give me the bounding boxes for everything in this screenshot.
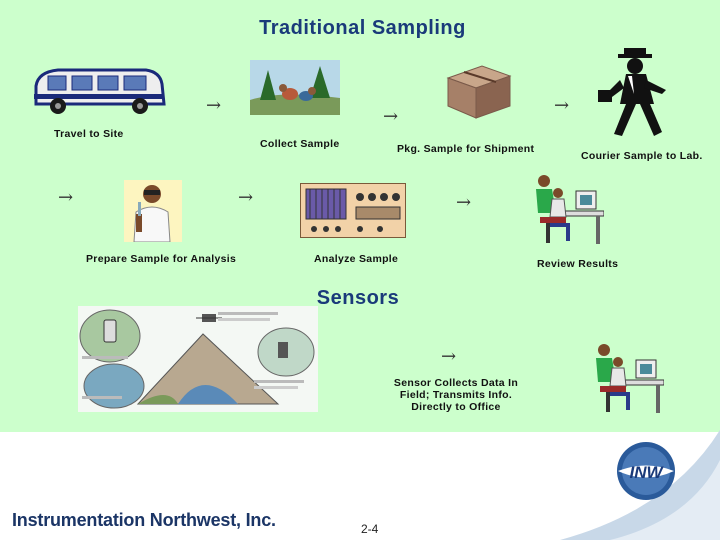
step-label-prepare: Prepare Sample for Analysis: [86, 253, 237, 265]
footer-swoosh-graphic: [560, 430, 720, 540]
arrow-icon: →: [206, 95, 222, 116]
page-number: 2-4: [361, 522, 379, 536]
inw-logo-text: INW: [629, 463, 664, 482]
arrow-icon: →: [554, 95, 570, 116]
inw-logo: INW: [617, 442, 675, 500]
collect-sample-illustration: [250, 60, 340, 115]
step-label-review: Review Results: [537, 258, 619, 270]
courier-illustration: [598, 48, 666, 136]
package-illustration: [446, 65, 512, 119]
arrow-icon: →: [456, 192, 472, 213]
arrow-icon: →: [383, 106, 399, 127]
review-results-illustration: [536, 175, 604, 244]
office-results-illustration: [596, 344, 664, 413]
arrow-icon: →: [238, 187, 254, 208]
step-label-courier: Courier Sample to Lab.: [581, 150, 703, 162]
arrow-icon: →: [58, 187, 74, 208]
step-label-travel: Travel to Site: [54, 128, 124, 140]
sensor-network-diagram: [78, 306, 318, 412]
van-illustration: [34, 68, 166, 114]
step-label-collect: Collect Sample: [260, 138, 340, 150]
prepare-sample-illustration: [124, 180, 182, 242]
step-label-package: Pkg. Sample for Shipment: [397, 143, 535, 155]
step-label-sensor: Sensor Collects Data In Field; Transmits…: [393, 377, 519, 413]
analyzer-instrument-illustration: [300, 183, 406, 238]
step-label-analyze: Analyze Sample: [314, 253, 399, 265]
arrow-icon: →: [441, 346, 457, 367]
traditional-sampling-title: Traditional Sampling: [259, 17, 466, 39]
sensors-title: Sensors: [316, 287, 400, 309]
company-name: Instrumentation Northwest, Inc.: [12, 510, 276, 530]
